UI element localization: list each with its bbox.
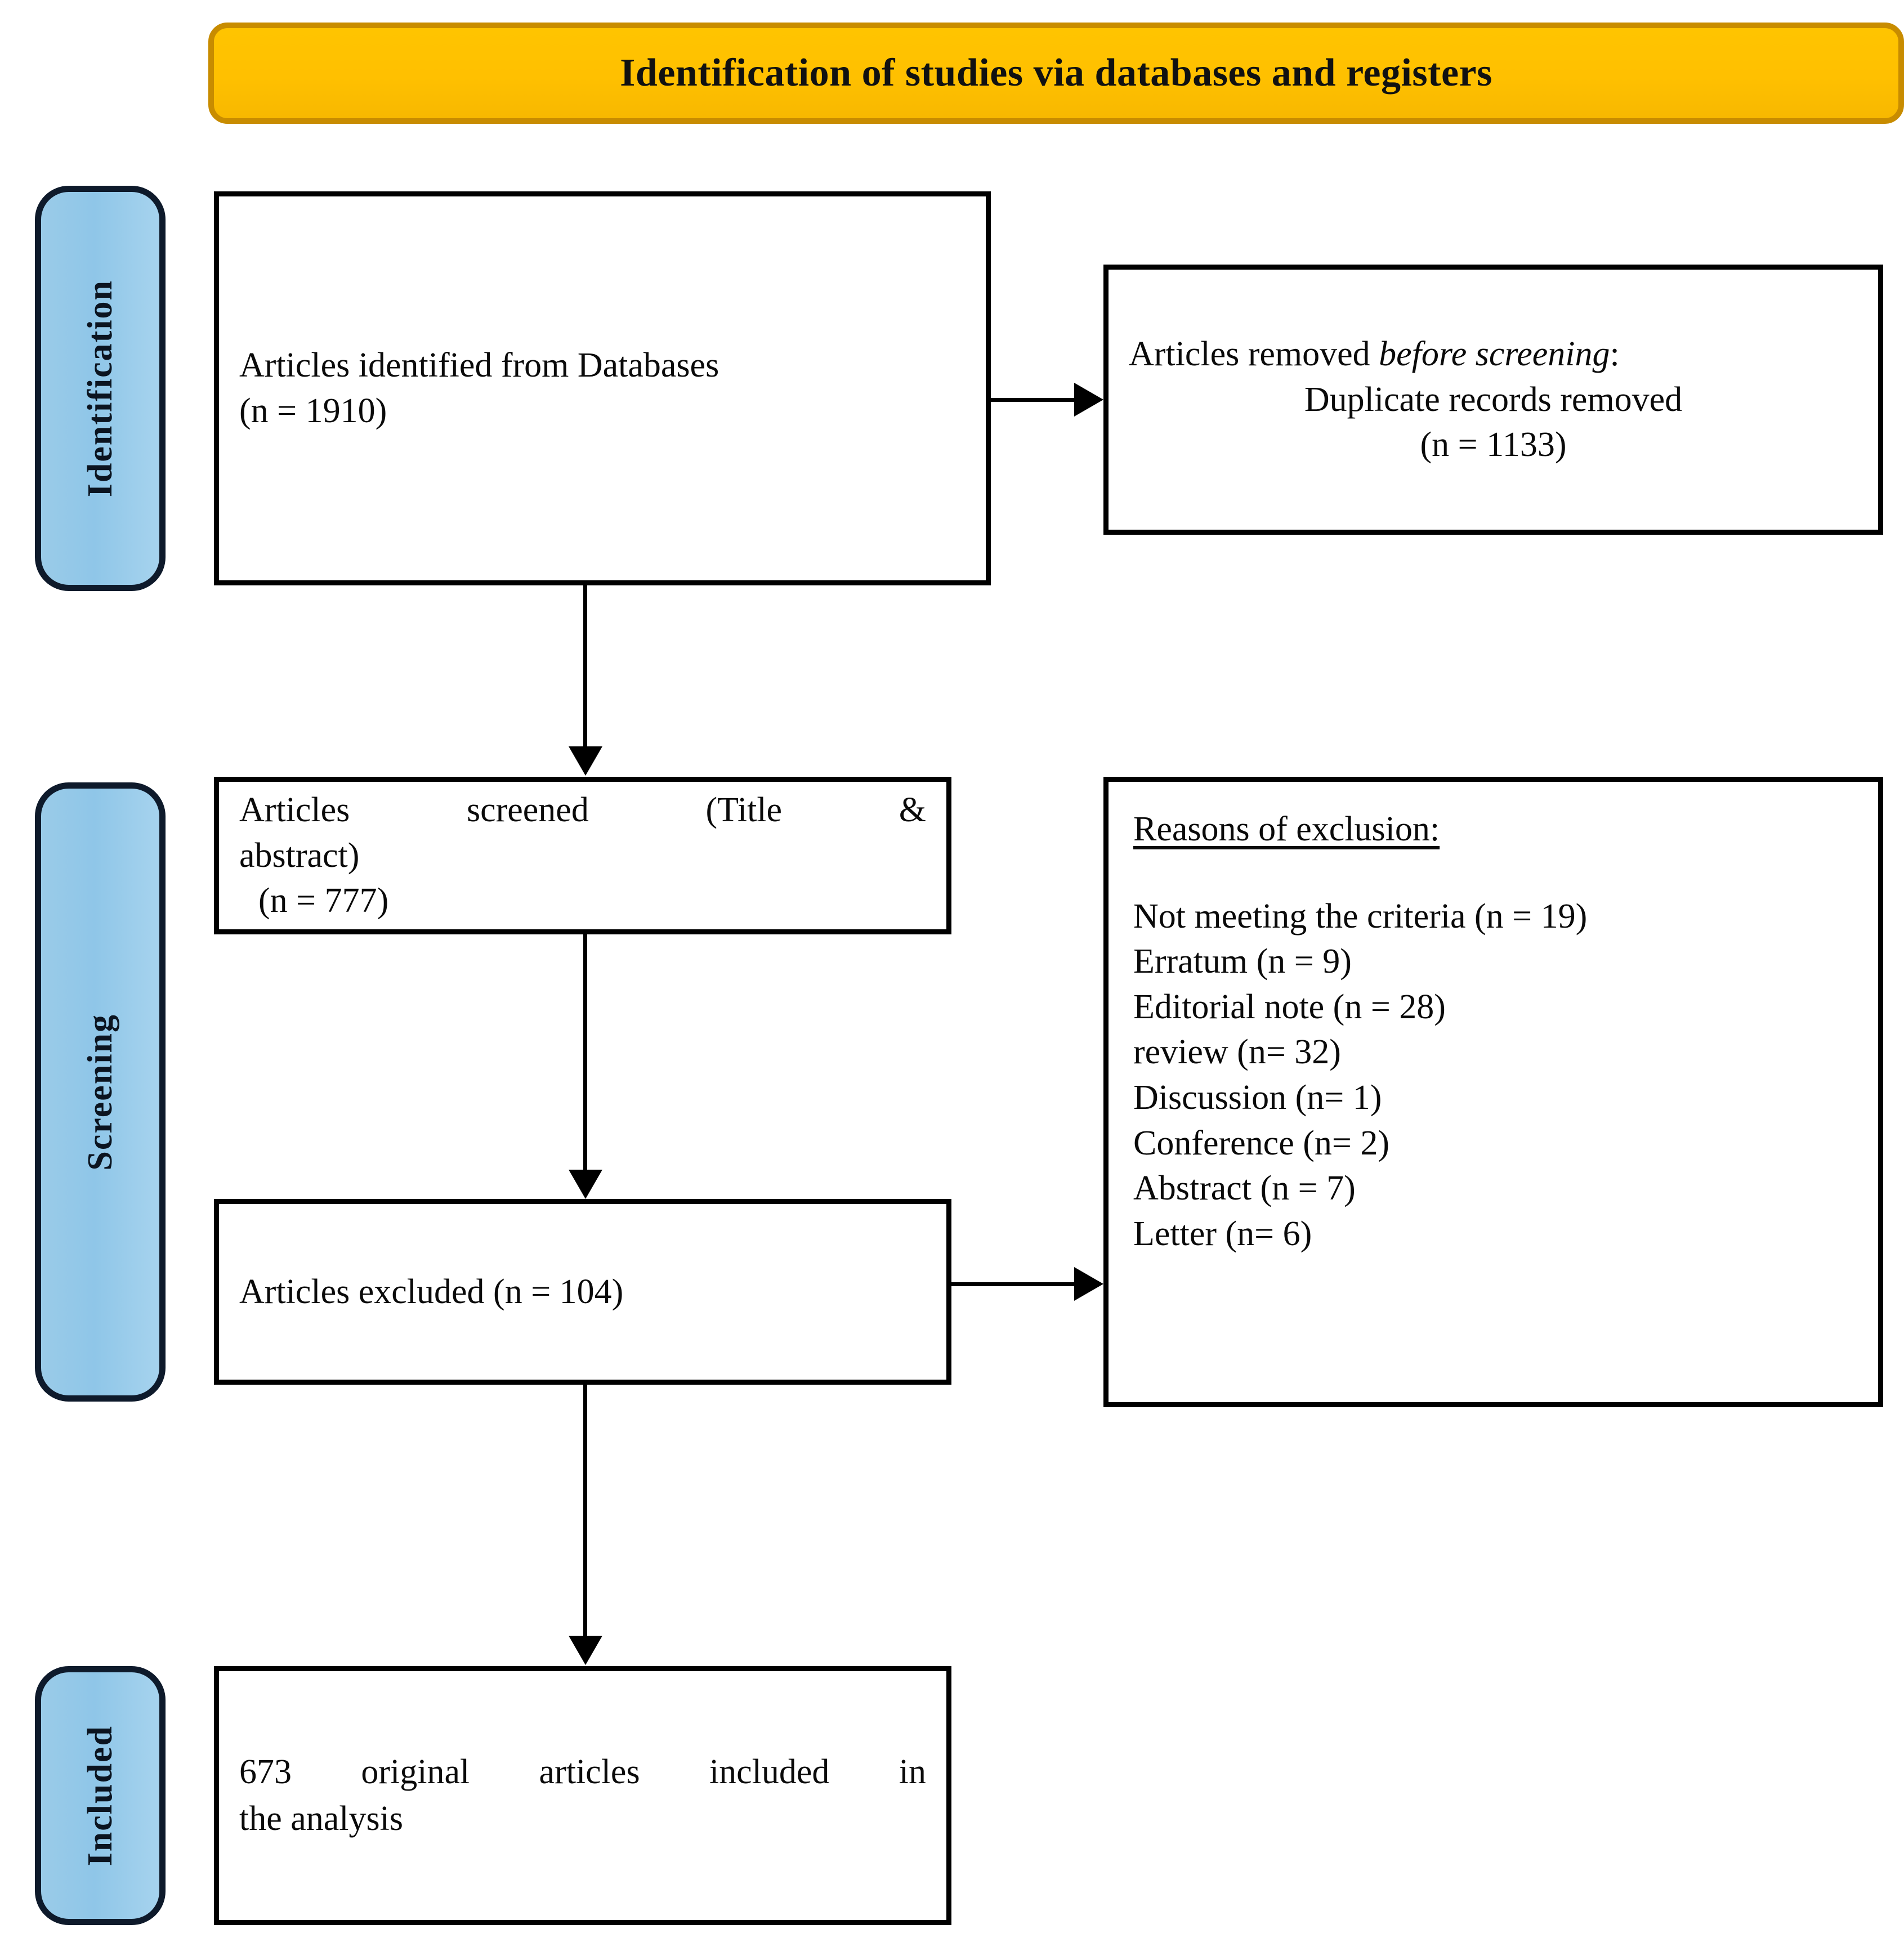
box-articles-identified: Articles identified from Databases (n = … xyxy=(214,191,991,585)
arrow-screened-to-excluded xyxy=(569,1170,602,1199)
arrow-excluded-to-reasons xyxy=(1074,1267,1103,1301)
reason-item-4: Discussion (n= 1) xyxy=(1133,1078,1382,1117)
box-articles-identified-body: Articles identified from Databases (n = … xyxy=(219,343,986,433)
box-reasons-of-exclusion: Reasons of exclusion: Not meeting the cr… xyxy=(1103,777,1883,1407)
connector-excluded-to-included-line xyxy=(583,1385,587,1637)
reason-item-6: Abstract (n = 7) xyxy=(1133,1169,1356,1208)
box-articles-screened: Articles screened (Title & abstract) (n … xyxy=(214,777,951,934)
included-line-2: the analysis xyxy=(239,1800,403,1838)
box-articles-removed-body: Articles removed before screening: Dupli… xyxy=(1109,332,1878,468)
removed-line-2: Duplicate records removed xyxy=(1304,380,1683,419)
included-line-1: 673 original articles included in xyxy=(239,1752,926,1791)
diagram-title: Identification of studies via databases … xyxy=(620,51,1492,95)
box-articles-excluded-body: Articles excluded (n = 104) xyxy=(219,1269,946,1315)
reason-item-3: review (n= 32) xyxy=(1133,1033,1341,1072)
stage-label-included: Included xyxy=(35,1666,166,1925)
stage-label-identification: Identification xyxy=(35,186,166,591)
connector-screened-to-excluded-line xyxy=(583,934,587,1171)
reasons-heading: Reasons of exclusion: xyxy=(1133,810,1440,848)
screened-line-2: abstract) xyxy=(239,836,360,875)
connector-identified-to-removed-line xyxy=(991,398,1075,402)
box-articles-screened-body: Articles screened (Title & abstract) (n … xyxy=(219,787,946,924)
reason-item-7: Letter (n= 6) xyxy=(1133,1214,1312,1253)
box-articles-included: 673 original articles included in the an… xyxy=(214,1666,951,1925)
stage-label-screening-text: Screening xyxy=(81,1013,119,1171)
identified-line-2: (n = 1910) xyxy=(239,392,387,430)
box-articles-removed: Articles removed before screening: Dupli… xyxy=(1103,265,1883,535)
connector-excluded-to-reasons-line xyxy=(951,1282,1075,1286)
box-reasons-body: Reasons of exclusion: Not meeting the cr… xyxy=(1109,807,1878,1256)
diagram-header-banner: Identification of studies via databases … xyxy=(208,23,1904,124)
removed-line-1-suffix: : xyxy=(1610,335,1620,374)
stage-label-included-text: Included xyxy=(81,1725,119,1867)
removed-line-1-emphasis: before screening xyxy=(1379,335,1610,374)
stage-label-screening: Screening xyxy=(35,782,166,1402)
screened-line-3: (n = 777) xyxy=(258,881,389,920)
arrow-identified-to-removed xyxy=(1074,383,1103,417)
removed-line-1: Articles removed before screening: xyxy=(1129,332,1858,377)
box-articles-excluded: Articles excluded (n = 104) xyxy=(214,1199,951,1385)
arrow-excluded-to-included xyxy=(569,1636,602,1665)
box-articles-included-body: 673 original articles included in the an… xyxy=(219,1749,946,1842)
screened-line-1: Articles screened (Title & xyxy=(239,791,926,830)
reason-item-2: Editorial note (n = 28) xyxy=(1133,987,1446,1026)
reason-item-0: Not meeting the criteria (n = 19) xyxy=(1133,897,1588,936)
connector-identified-to-screened-line xyxy=(583,585,587,748)
stage-label-identification-text: Identification xyxy=(81,279,119,498)
arrow-identified-to-screened xyxy=(569,746,602,776)
identified-line-1: Articles identified from Databases xyxy=(239,346,719,385)
excluded-line-1: Articles excluded (n = 104) xyxy=(239,1272,624,1311)
removed-line-1-prefix: Articles removed xyxy=(1129,335,1379,374)
reason-item-5: Conference (n= 2) xyxy=(1133,1124,1389,1162)
reason-item-1: Erratum (n = 9) xyxy=(1133,942,1352,981)
removed-line-3: (n = 1133) xyxy=(1420,426,1567,464)
